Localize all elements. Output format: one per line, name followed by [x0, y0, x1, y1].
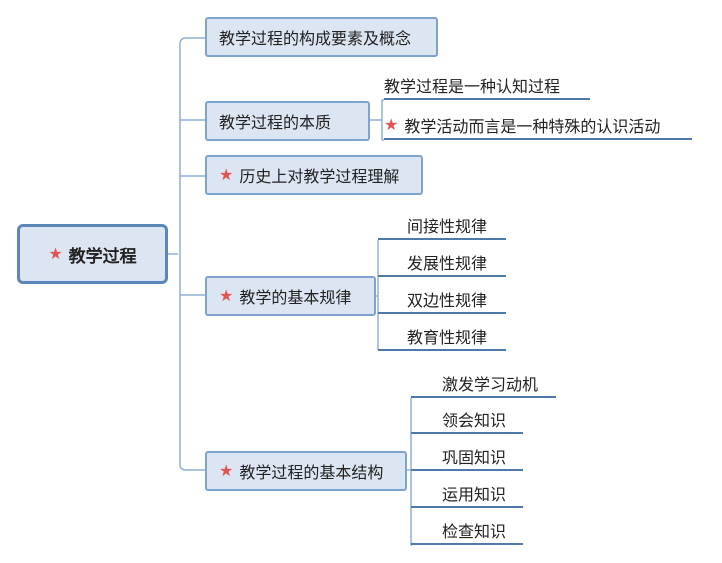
leaf-label: 教学过程是一种认知过程	[384, 77, 561, 96]
leaf-cognitive-process[interactable]: 教学过程是一种认知过程	[384, 72, 590, 100]
leaf-educational-law[interactable]: 教育性规律	[378, 323, 506, 351]
branch-composition[interactable]: 教学过程的构成要素及概念	[205, 17, 438, 57]
root-node[interactable]: ★ 教学过程	[17, 224, 168, 284]
leaf-bilateral-law[interactable]: 双边性规律	[378, 286, 506, 314]
branch-basic-structure[interactable]: ★ 教学过程的基本结构	[205, 451, 407, 491]
root-label: 教学过程	[68, 246, 137, 267]
star-icon: ★	[384, 115, 399, 134]
leaf-indirect-law[interactable]: 间接性规律	[378, 212, 506, 240]
branch-basic-laws[interactable]: ★ 教学的基本规律	[205, 276, 376, 316]
branch-label: 教学过程的本质	[219, 113, 332, 132]
star-icon: ★	[219, 461, 234, 480]
leaf-motivation[interactable]: 激发学习动机	[411, 370, 556, 398]
branch-essence[interactable]: 教学过程的本质	[205, 101, 370, 141]
star-icon: ★	[219, 165, 234, 184]
leaf-apply[interactable]: 运用知识	[411, 480, 523, 508]
leaf-label: 检查知识	[442, 522, 507, 541]
branch-label: 历史上对教学过程理解	[239, 167, 400, 186]
leaf-label: 教学活动而言是一种特殊的认识活动	[404, 117, 661, 136]
star-icon: ★	[48, 244, 63, 263]
branch-label: 教学的基本规律	[239, 288, 352, 307]
leaf-label: 巩固知识	[442, 448, 507, 467]
leaf-label: 教育性规律	[407, 328, 488, 347]
leaf-check[interactable]: 检查知识	[411, 517, 523, 545]
leaf-label: 运用知识	[442, 485, 507, 504]
leaf-special-cognition[interactable]: ★ 教学活动而言是一种特殊的认识活动	[384, 112, 692, 140]
leaf-label: 双边性规律	[407, 291, 488, 310]
star-icon: ★	[219, 286, 234, 305]
branch-label: 教学过程的基本结构	[239, 463, 384, 482]
leaf-comprehend[interactable]: 领会知识	[411, 406, 523, 434]
leaf-label: 间接性规律	[407, 217, 488, 236]
leaf-label: 发展性规律	[407, 254, 488, 273]
branch-history[interactable]: ★ 历史上对教学过程理解	[205, 155, 423, 195]
leaf-consolidate[interactable]: 巩固知识	[411, 443, 523, 471]
leaf-development-law[interactable]: 发展性规律	[378, 249, 506, 277]
branch-label: 教学过程的构成要素及概念	[219, 29, 412, 48]
leaf-label: 激发学习动机	[442, 375, 539, 394]
leaf-label: 领会知识	[442, 411, 507, 430]
